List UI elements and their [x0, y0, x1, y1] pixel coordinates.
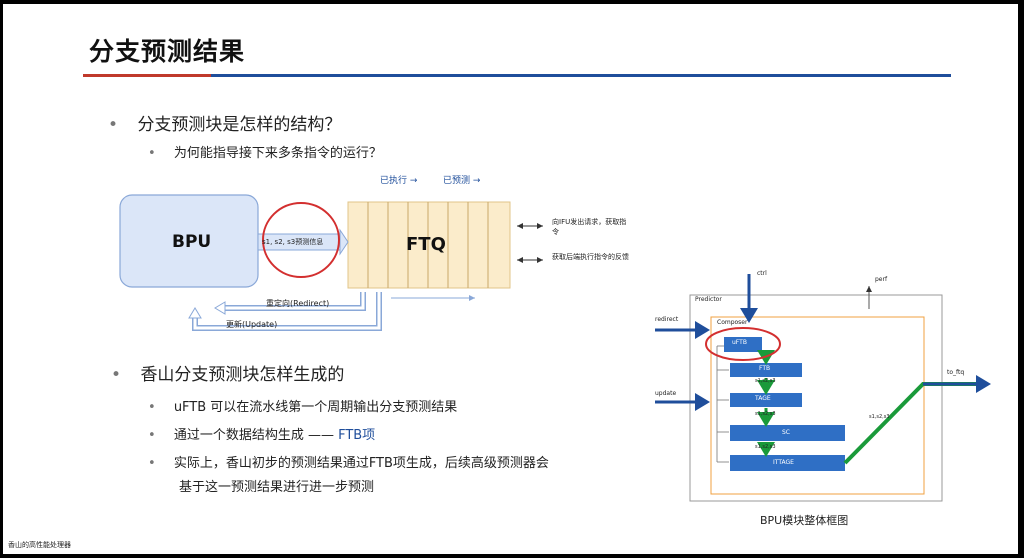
highlight-circle-2	[705, 327, 781, 361]
bullet-dot: •	[148, 146, 156, 161]
bullet-dot: •	[108, 115, 119, 135]
update-input-label: update	[655, 390, 677, 397]
sc-label: SC	[782, 429, 790, 436]
bullet-1-text: 分支预测块是怎样的结构？	[137, 115, 342, 135]
bpu-label: BPU	[172, 232, 212, 252]
stage-label-3: s1,s2,s3	[755, 444, 776, 450]
tage-block	[730, 393, 802, 407]
stage-label-1: s1,s2,s3	[755, 378, 776, 384]
bullet-2: • 香山分支预测块怎样生成的	[111, 360, 344, 385]
bullet-1-sub-1-text: 为何能指导接下来多条指令的运行？	[173, 146, 382, 161]
bpu-ftq-diagram	[119, 194, 991, 502]
bullet-2-sub-3-cont: 基于这一预测结果进行进一步预测	[179, 480, 375, 495]
arrow-right-icon: →	[472, 176, 481, 186]
bullet-dot: •	[148, 400, 156, 415]
arrow-right-icon: →	[409, 176, 418, 186]
bullet-2-sub-2: • 通过一个数据结构生成 —— FTB项	[148, 424, 375, 443]
composer-label: Composer	[717, 319, 748, 326]
ftq-block	[347, 201, 511, 289]
slide: 分支预测结果 • 分支预测块是怎样的结构？ • 为何能指导接下来多条指令的运行？…	[3, 4, 1018, 554]
bullet-2-sub-1-text: uFTB 可以在流水线第一个周期输出分支预测结果	[173, 400, 458, 415]
redirect-label: 重定向(Redirect)	[266, 299, 330, 308]
bullet-1-sub-1: • 为何能指导接下来多条指令的运行？	[148, 142, 382, 161]
bullet-2-text: 香山分支预测块怎样生成的	[140, 365, 345, 385]
bullet-1: • 分支预测块是怎样的结构？	[108, 110, 341, 135]
bullet-dot: •	[111, 365, 122, 385]
uftb-block	[724, 337, 762, 352]
redirect-input-label: redirect	[655, 316, 679, 323]
ftq-label: FTQ	[406, 234, 446, 255]
ifu-request-note: 向IFU发出请求，获取指令	[552, 218, 627, 236]
perf-label: perf	[875, 276, 888, 283]
tage-label: TAGE	[755, 395, 771, 402]
watermark: 香山的高性能处理器	[8, 541, 71, 549]
executed-label: 已执行 →	[380, 176, 418, 186]
output-stage-label: s1,s2,s3	[869, 414, 890, 420]
title-rule-blue	[211, 74, 951, 77]
highlight-circle-1	[262, 202, 340, 278]
prediction-arrow-head	[339, 228, 349, 256]
update-label: 更新(Update)	[226, 320, 278, 329]
bullet-2-sub-3-text: 实际上，香山初步的预测结果通过FTB项生成，后续高级预测器会	[173, 456, 549, 471]
ittage-label: ITTAGE	[773, 459, 794, 466]
bullet-dot: •	[148, 428, 156, 443]
ctrl-label: ctrl	[757, 270, 767, 277]
title-rule-red	[83, 74, 211, 77]
bullet-2-sub-3: • 实际上，香山初步的预测结果通过FTB项生成，后续高级预测器会	[148, 452, 549, 471]
ittage-block	[730, 455, 845, 471]
prediction-info-label: s1, s2, s3预测信息	[262, 238, 324, 246]
uftb-label: uFTB	[732, 339, 747, 346]
predictor-label: Predictor	[695, 296, 722, 303]
to-ftq-label: to_ftq	[947, 369, 965, 376]
bullet-2-sub-2-text: 通过一个数据结构生成 ——	[173, 428, 339, 443]
bullet-2-sub-1: • uFTB 可以在流水线第一个周期输出分支预测结果	[148, 396, 457, 415]
diagram-caption: BPU模块整体框图	[760, 514, 849, 527]
sc-block	[730, 425, 845, 441]
slide-title: 分支预测结果	[89, 37, 246, 66]
backend-feedback-note: 获取后端执行指令的反馈	[552, 253, 629, 261]
bullet-dot: •	[148, 456, 156, 471]
stage-label-2: s1,s2,s3	[755, 411, 776, 417]
bpu-block-diagram	[655, 274, 991, 502]
ftb-label: FTB	[759, 365, 771, 372]
ftb-block	[730, 363, 802, 377]
ftb-entry-highlight: FTB项	[338, 428, 376, 443]
predicted-label: 已预测 →	[443, 176, 481, 186]
